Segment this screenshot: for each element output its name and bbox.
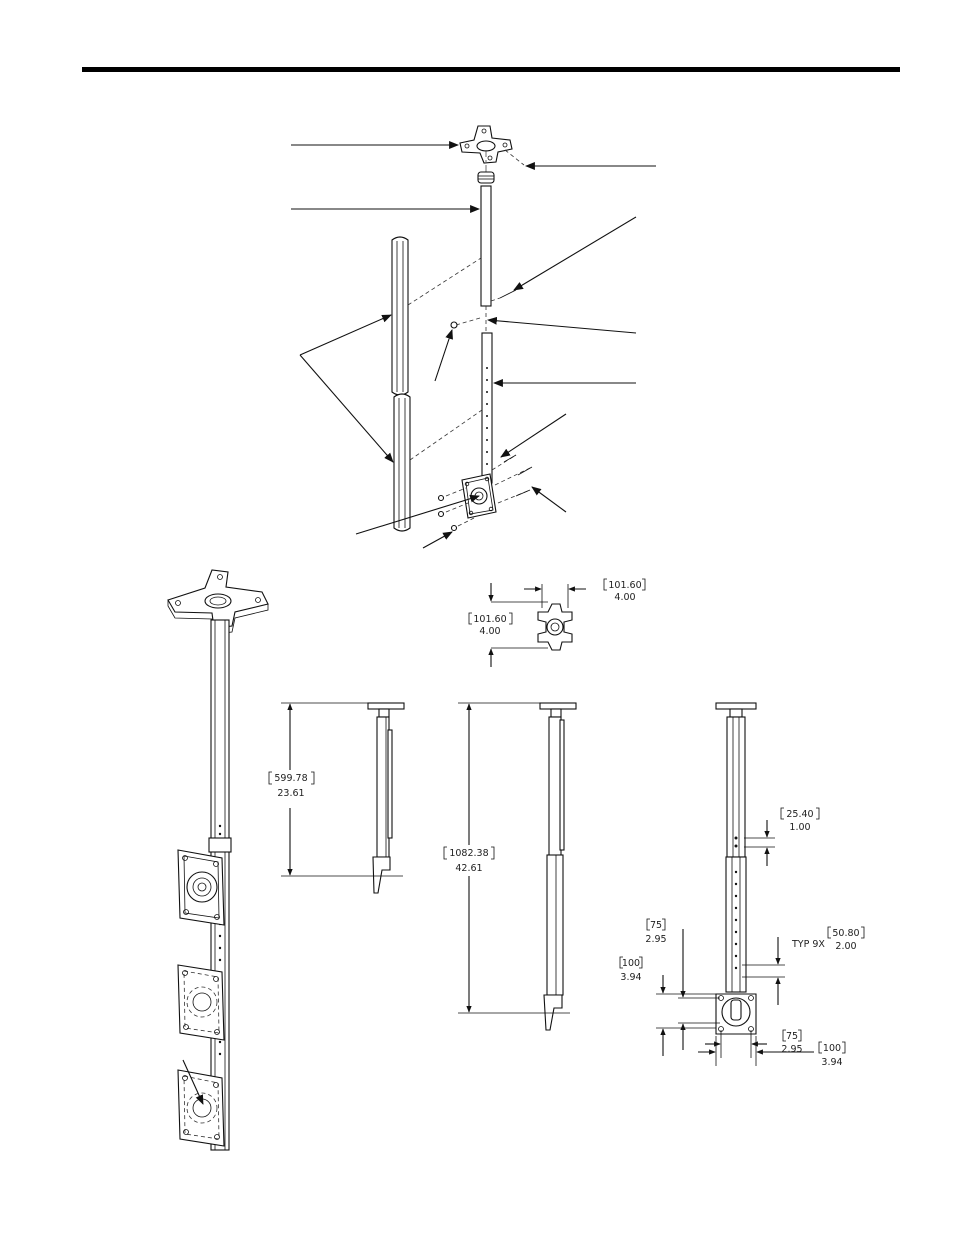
- dim-flange-height-mm: 101.60: [473, 614, 506, 625]
- header-rule: [82, 67, 900, 72]
- vesa-plate-3: [177, 1069, 225, 1147]
- dim-flange-width-mm: 101.60: [608, 580, 641, 591]
- upper-tube-part: [480, 185, 492, 307]
- dim-hole-pitch-in: 2.00: [835, 941, 856, 952]
- exploded-view: [291, 125, 656, 549]
- mounting-screws: [437, 454, 533, 532]
- collar-part: [477, 171, 495, 184]
- front-view: 25.40 1.00 TYP 9X 50.80 2.00 75 2.95 100…: [619, 702, 865, 1068]
- dim-vesa-h100-in: 3.94: [821, 1057, 842, 1068]
- dim-hole-spacing-in: 1.00: [789, 822, 810, 833]
- dim-vesa-v100-in: 3.94: [620, 972, 641, 983]
- dim-vesa-v75-in: 2.95: [645, 934, 666, 945]
- top-view-flange: 101.60 4.00 101.60 4.00: [468, 578, 646, 667]
- dim-long-height-in: 42.61: [455, 863, 482, 874]
- dim-vesa-h75-mm: 75: [786, 1031, 798, 1042]
- lower-tube-part: [481, 332, 493, 484]
- dim-flange-width-in: 4.00: [614, 592, 635, 603]
- dim-long-height-mm: 1082.38: [449, 848, 488, 859]
- callout-leaders: [291, 141, 656, 549]
- dim-vesa-v75-mm: 75: [650, 920, 662, 931]
- vesa-plate-2: [177, 964, 225, 1041]
- dim-vesa-h100-mm: 100: [823, 1043, 841, 1054]
- dim-flange-height-in: 4.00: [479, 626, 500, 637]
- isometric-assembly: [167, 569, 269, 1151]
- dim-short-height-mm: 599.78: [274, 773, 307, 784]
- side-view-long: 1082.38 42.61: [443, 702, 577, 1031]
- side-view-short: 599.78 23.61: [268, 702, 405, 894]
- cable-cover-lower: [393, 393, 411, 532]
- dim-vesa-v100-mm: 100: [622, 958, 640, 969]
- ceiling-plate-part: [459, 125, 513, 164]
- dim-hole-spacing-mm: 25.40: [786, 809, 813, 820]
- dim-vesa-h75-in: 2.95: [781, 1044, 802, 1055]
- dim-short-height-in: 23.61: [277, 788, 304, 799]
- vesa-plate-1: [177, 849, 225, 926]
- dim-hole-pitch-note: TYP 9X: [791, 939, 825, 950]
- cable-cover-upper: [391, 236, 409, 396]
- dim-hole-pitch-mm: 50.80: [832, 928, 859, 939]
